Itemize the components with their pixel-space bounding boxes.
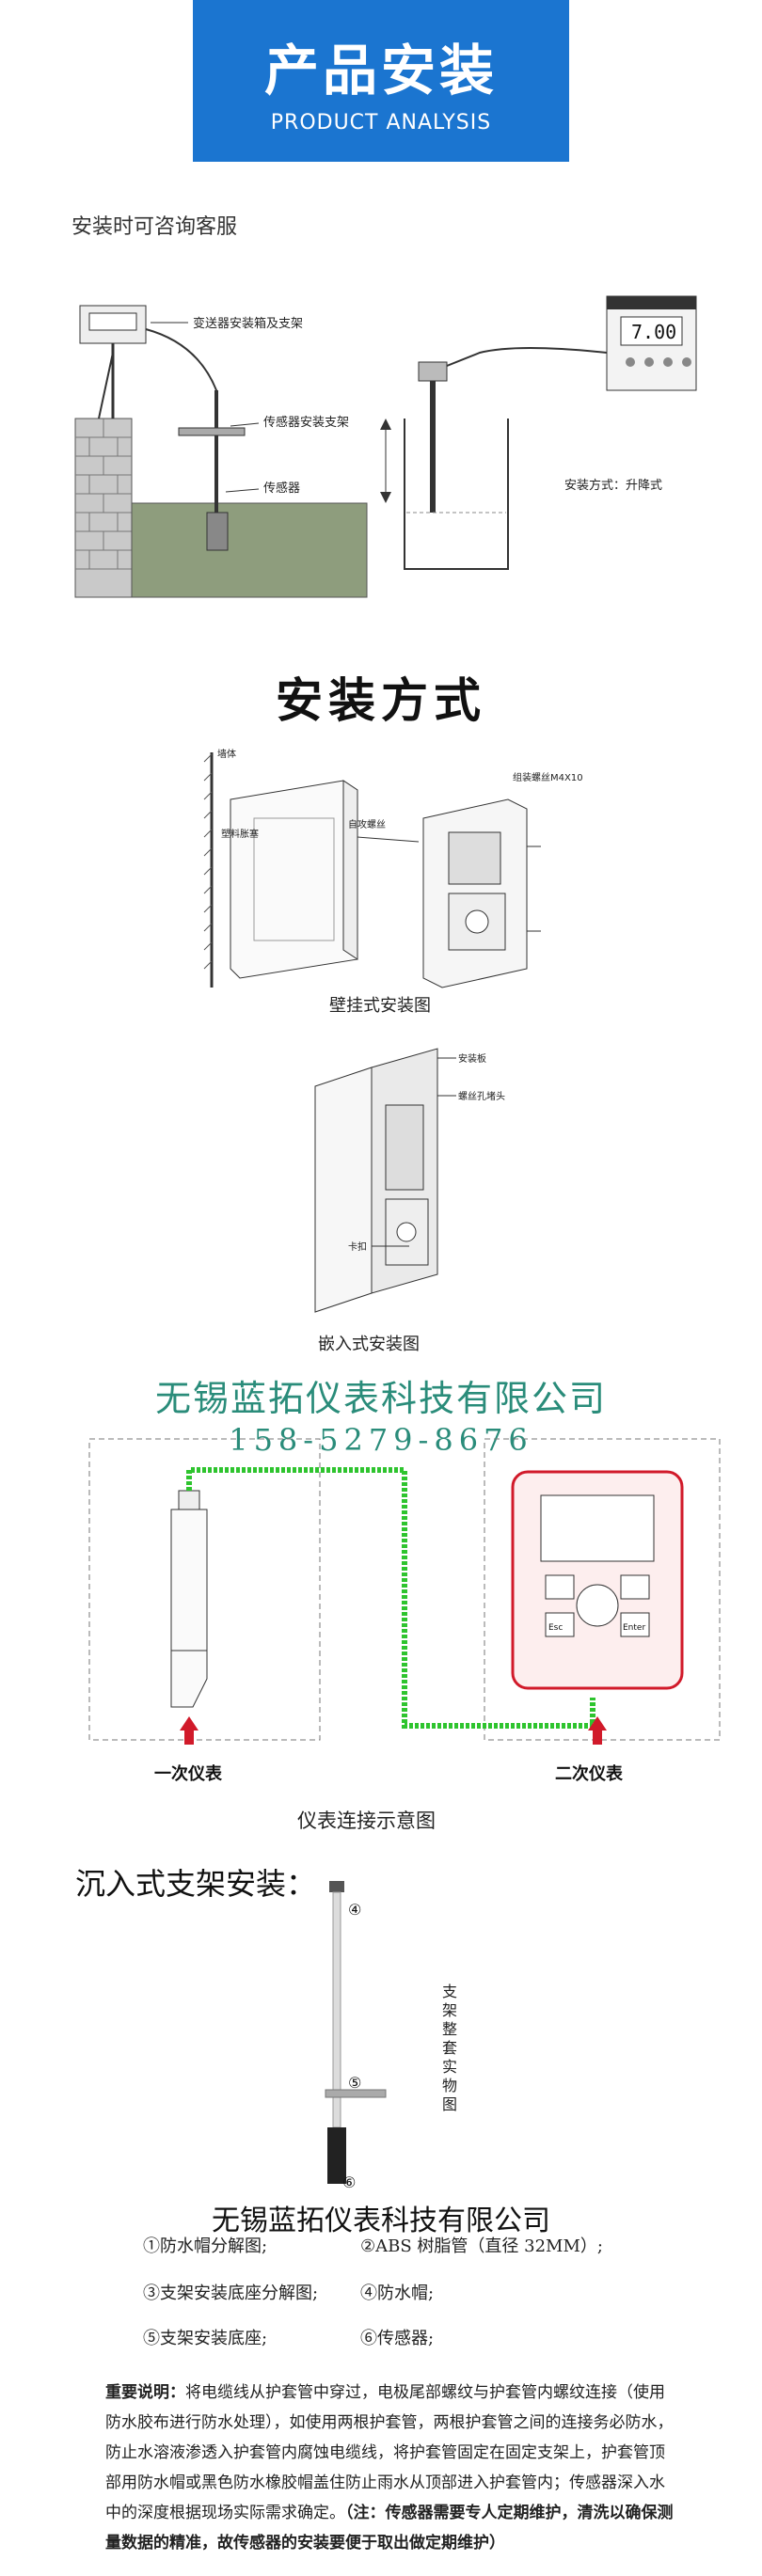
brick-wall — [74, 418, 133, 598]
screw-label: 自攻螺丝 — [348, 818, 386, 830]
bracket-photo-caption: 支架整套实物图 — [442, 1983, 458, 2113]
hole-label: 螺丝孔堵头 — [458, 1090, 505, 1102]
header-band — [193, 0, 569, 162]
installation-diagram: 变送器安装箱及支架 传感器安装支架 传感器 7.00 安装方式：升降式 — [74, 295, 697, 598]
label-bracket-text: 传感器安装支架 — [263, 415, 349, 430]
consult-note: 安装时可咨询客服 — [71, 215, 238, 239]
key-enter: Enter — [623, 1623, 645, 1633]
wall-mount-caption: 壁挂式安装图 — [329, 996, 431, 1016]
part-2: ②ABS 树脂管（直径 32MM）; — [360, 2236, 603, 2256]
part-3: ③支架安装底座分解图; — [143, 2284, 319, 2303]
embedded-mount-diagram: 安装板 螺丝孔堵头 卡扣 — [314, 1048, 505, 1313]
marker-4: ④ — [348, 1901, 361, 1919]
marker-6: ⑥ — [342, 2173, 356, 2191]
primary-instrument-label: 一次仪表 — [154, 1764, 222, 1784]
primary-arrow — [180, 1716, 198, 1745]
header-title: 产品安装 — [263, 39, 498, 103]
panel-label: 安装板 — [458, 1052, 486, 1065]
signal-cable — [186, 1467, 595, 1729]
wall-mount-diagram: 墙体 自攻螺丝 塑料胀塞 组装螺丝M4X10 — [203, 748, 583, 988]
label-box-text: 变送器安装箱及支架 — [193, 316, 303, 331]
water-tank — [131, 502, 368, 598]
notes-body: 将电缆线从护套管中穿过，电极尾部螺纹与护套管内螺纹连接（使用防水胶布进行防水处理… — [105, 2383, 674, 2522]
immersion-bracket-photo: ④ ⑤ ⑥ — [325, 1881, 387, 2191]
secondary-instrument-label: 二次仪表 — [555, 1764, 623, 1784]
immersion-company-name: 无锡蓝拓仪表科技有限公司 — [212, 2205, 550, 2237]
wall-label: 墙体 — [217, 748, 236, 760]
embedded-mount-caption: 嵌入式安装图 — [318, 1335, 420, 1354]
part-4: ④防水帽; — [360, 2284, 435, 2303]
meter-display-value: 7.00 — [631, 321, 676, 343]
notes-label: 重要说明： — [105, 2383, 185, 2402]
part-6: ⑥传感器; — [360, 2329, 435, 2348]
key-esc: Esc — [548, 1623, 563, 1633]
primary-box — [88, 1438, 321, 1741]
clip-label: 卡扣 — [348, 1241, 367, 1253]
immersion-heading: 沉入式支架安装： — [75, 1866, 317, 1902]
page-header: 产品安装 PRODUCT ANALYSIS — [0, 0, 762, 162]
label-lift-text: 安装方式：升降式 — [564, 478, 662, 493]
bolt-label: 组装螺丝M4X10 — [513, 771, 583, 783]
label-sensor-text: 传感器 — [263, 481, 300, 496]
company-phone: 158-5279-8676 — [229, 1422, 533, 1458]
notes-emphasis: （注：传感器需要专人定期维护，清洗以确保测量数据的精准，故传感器的安装要便于取出… — [105, 2504, 674, 2552]
connection-caption: 仪表连接示意图 — [297, 1810, 436, 1832]
connection-diagram: Esc Enter — [88, 1438, 721, 1745]
plug-label: 塑料胀塞 — [221, 828, 259, 840]
install-methods-title: 安装方式 — [276, 673, 486, 728]
company-name: 无锡蓝拓仪表科技有限公司 — [154, 1378, 607, 1419]
header-subtitle: PRODUCT ANALYSIS — [270, 111, 492, 134]
secondary-arrow — [588, 1716, 607, 1745]
marker-5: ⑤ — [348, 2074, 361, 2092]
important-notes: 重要说明：将电缆线从护套管中穿过，电极尾部螺纹与护套管内螺纹连接（使用防水胶布进… — [105, 2378, 675, 2558]
part-5: ⑤支架安装底座; — [143, 2329, 268, 2348]
part-1: ①防水帽分解图; — [143, 2236, 268, 2256]
